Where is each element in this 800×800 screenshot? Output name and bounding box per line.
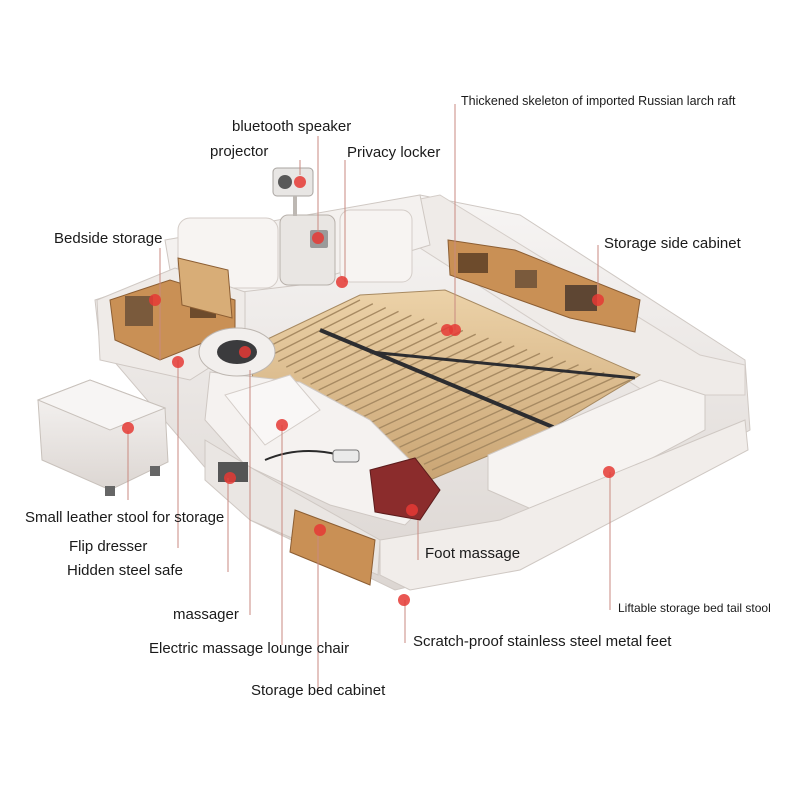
label-privacy-locker: Privacy locker: [347, 144, 441, 161]
callout-dot: [149, 294, 161, 306]
callout-dot: [603, 466, 615, 478]
tail-stool: [487, 379, 706, 516]
callout-dot: [172, 356, 184, 368]
books: [125, 296, 153, 326]
chair-backrest: [224, 374, 321, 446]
label-leather-stool: Small leather stool for storage: [25, 509, 225, 526]
remote-control: [332, 449, 360, 463]
privacy-locker: [279, 214, 336, 286]
callout-dot: [406, 504, 418, 516]
slat-line: [415, 371, 605, 460]
label-massager: massager: [173, 606, 239, 623]
callout-dot: [441, 324, 453, 336]
stool-lid: [36, 379, 167, 431]
callout-dot: [314, 524, 326, 536]
books: [515, 270, 537, 288]
callout-dot: [239, 346, 251, 358]
callout-markers: [122, 176, 615, 606]
label-metal-feet: Scratch-proof stainless steel metal feet: [413, 633, 672, 650]
callout-dot: [276, 419, 288, 431]
slat-line: [423, 375, 618, 465]
callout-dot: [312, 232, 324, 244]
slat-line: [334, 333, 477, 403]
callout-dot: [224, 472, 236, 484]
stool-foot: [150, 466, 160, 476]
projector-arm: [293, 196, 297, 216]
label-hidden-steel-safe: Hidden steel safe: [67, 562, 183, 579]
callout-dot: [122, 422, 134, 434]
label-storage-bed-cabinet: Storage bed cabinet: [251, 682, 386, 699]
slat-line: [391, 360, 567, 443]
callout-dot: [336, 276, 348, 288]
bed-base-curve: [379, 419, 749, 591]
slat-line: [342, 337, 489, 408]
foot-massager: [369, 457, 441, 521]
slat-line: [383, 356, 554, 437]
books: [458, 253, 488, 273]
label-storage-side-cabinet: Storage side cabinet: [604, 235, 741, 252]
label-lounge-chair: Electric massage lounge chair: [149, 640, 350, 657]
label-bluetooth-speaker: bluetooth speaker: [232, 118, 352, 135]
callout-dot: [398, 594, 410, 606]
books: [565, 285, 597, 311]
slat-line: [350, 341, 502, 414]
projector-lens: [278, 175, 292, 189]
callout-dot: [592, 294, 604, 306]
leader-lines: [127, 104, 611, 692]
slat-line: [431, 379, 631, 471]
steel-rail: [319, 328, 561, 432]
callout-dot: [294, 176, 306, 188]
slat-line: [366, 348, 528, 425]
label-projector: projector: [210, 143, 269, 160]
slat-line: [358, 345, 515, 420]
flip-dresser-lid: [177, 257, 233, 319]
steel-rail: [369, 350, 636, 380]
slat-line: [261, 299, 361, 351]
label-foot-massage: Foot massage: [425, 545, 521, 562]
pull-out-drawer: [289, 509, 376, 586]
label-skeleton: Thickened skeleton of imported Russian l…: [461, 94, 736, 108]
label-bedside-storage: Bedside storage: [54, 230, 163, 247]
label-flip-dresser: Flip dresser: [69, 538, 148, 555]
headboard-cushion-right: [339, 209, 413, 283]
label-tail-stool: Liftable storage bed tail stool: [618, 601, 771, 615]
massager-core: [217, 340, 257, 364]
slat-line: [399, 364, 579, 448]
stool-foot: [105, 486, 115, 496]
slat-line: [407, 367, 592, 454]
